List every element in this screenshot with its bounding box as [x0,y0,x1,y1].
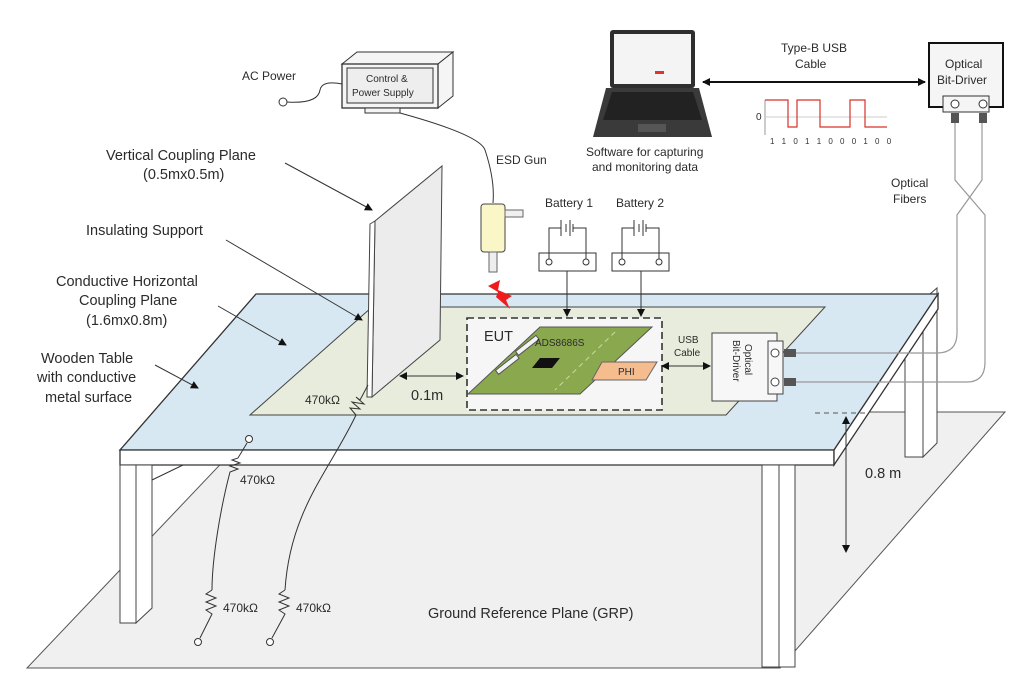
usb-small-label-2: Cable [674,348,701,359]
vcp-bleed-resistor-bottom [271,589,291,639]
table-label-2: with conductive [36,370,136,386]
control-power-supply [340,50,455,114]
bit-driver-label-1: Optical [945,57,982,71]
resistor-hcp-top-label: 470kΩ [240,473,275,487]
battery-2-icon [611,220,670,272]
esd-gun-cable [399,112,494,204]
inner-driver-label-2: Bit-Driver [730,340,741,382]
ac-power-label: AC Power [242,69,296,83]
phi-label: PHI [618,367,635,378]
esd-spark-icon [488,280,512,309]
table-leader [154,364,199,389]
table-front-leg-left [119,464,153,625]
inner-driver-label-1: Optical [742,344,753,375]
vcp-label-1: Vertical Coupling Plane [106,148,256,164]
esd-gun-icon [480,203,524,273]
software-label-1: Software for capturing [586,145,703,159]
optical-bit-driver [928,42,1004,123]
vcp-ground-terminal [266,638,274,646]
insulating-support-label: Insulating Support [86,223,203,239]
eut-pcb [466,326,654,395]
resistor-hcp-bottom-label: 470kΩ [223,601,258,615]
usb-cable-label-2: Cable [795,57,827,71]
hcp-label-3: (1.6mx0.8m) [86,313,167,329]
table-label-3: metal surface [45,390,132,406]
usb-cable-label-1: Type-B USB [781,41,847,55]
hcp-label-2: Coupling Plane [79,293,177,309]
bit-stream-label: 1 1 0 1 1 0 0 0 1 0 0 [770,137,894,146]
pcb-connector-slot [514,334,540,357]
usb-small-label-1: USB [678,335,699,346]
bit-waveform: 0 1 1 0 1 1 0 0 0 1 0 0 [756,99,894,146]
hcp-bleed-wire [211,442,248,591]
table-front-leg-right [761,464,796,668]
control-supply-label-1: Control & [366,74,408,85]
bit-driver-label-2: Bit-Driver [937,73,987,87]
vcp-bleed-wire [284,384,369,591]
battery-1-label: Battery 1 [545,196,593,210]
control-supply-label-2: Power Supply [352,88,414,99]
pcb-connector-slot [494,353,520,376]
table-height-label: 0.8 m [865,466,901,482]
resistor-vcp-label: 470kΩ [305,393,340,407]
optical-fibers-label-2: Fibers [893,192,926,206]
vcp-distance-label: 0.1m [411,388,443,404]
battery-1-icon [538,220,597,272]
esd-gun-label: ESD Gun [496,153,547,167]
inner-optical-bit-driver: Optical Bit-Driver [711,332,796,402]
vcp-label-2: (0.5mx0.5m) [143,167,224,183]
optical-fiber-1 [796,120,983,354]
phi-board [591,361,658,381]
adc-chip [532,358,560,368]
table-right-edge [833,291,939,468]
software-label-2: and monitoring data [592,160,698,174]
adc-label: ADS8686S [535,338,585,349]
battery-2-label: Battery 2 [616,196,664,210]
ac-plug-icon [278,97,288,107]
table-front-edge [119,449,835,466]
grp-label: Ground Reference Plane (GRP) [428,606,634,622]
optical-fibers-label-1: Optical [891,176,928,190]
insulating-support-leader [225,239,363,321]
laptop-icon [593,30,712,137]
wave-axis-label: 0 [756,112,762,123]
hcp-label-1: Conductive Horizontal [56,274,198,290]
hcp-bleed-resistor-bottom [199,589,218,639]
vertical-coupling-plane [366,164,443,399]
resistor-vcp-bottom-label: 470kΩ [296,601,331,615]
hcp-leader [217,305,287,346]
hcp-ground-terminal [194,638,202,646]
optical-fiber-2 [796,120,986,383]
vcp-leader [284,162,373,211]
ac-power-cord [286,82,343,103]
eut-label: EUT [484,329,513,345]
hcp-terminal [245,435,253,443]
table-label-1: Wooden Table [41,351,133,367]
